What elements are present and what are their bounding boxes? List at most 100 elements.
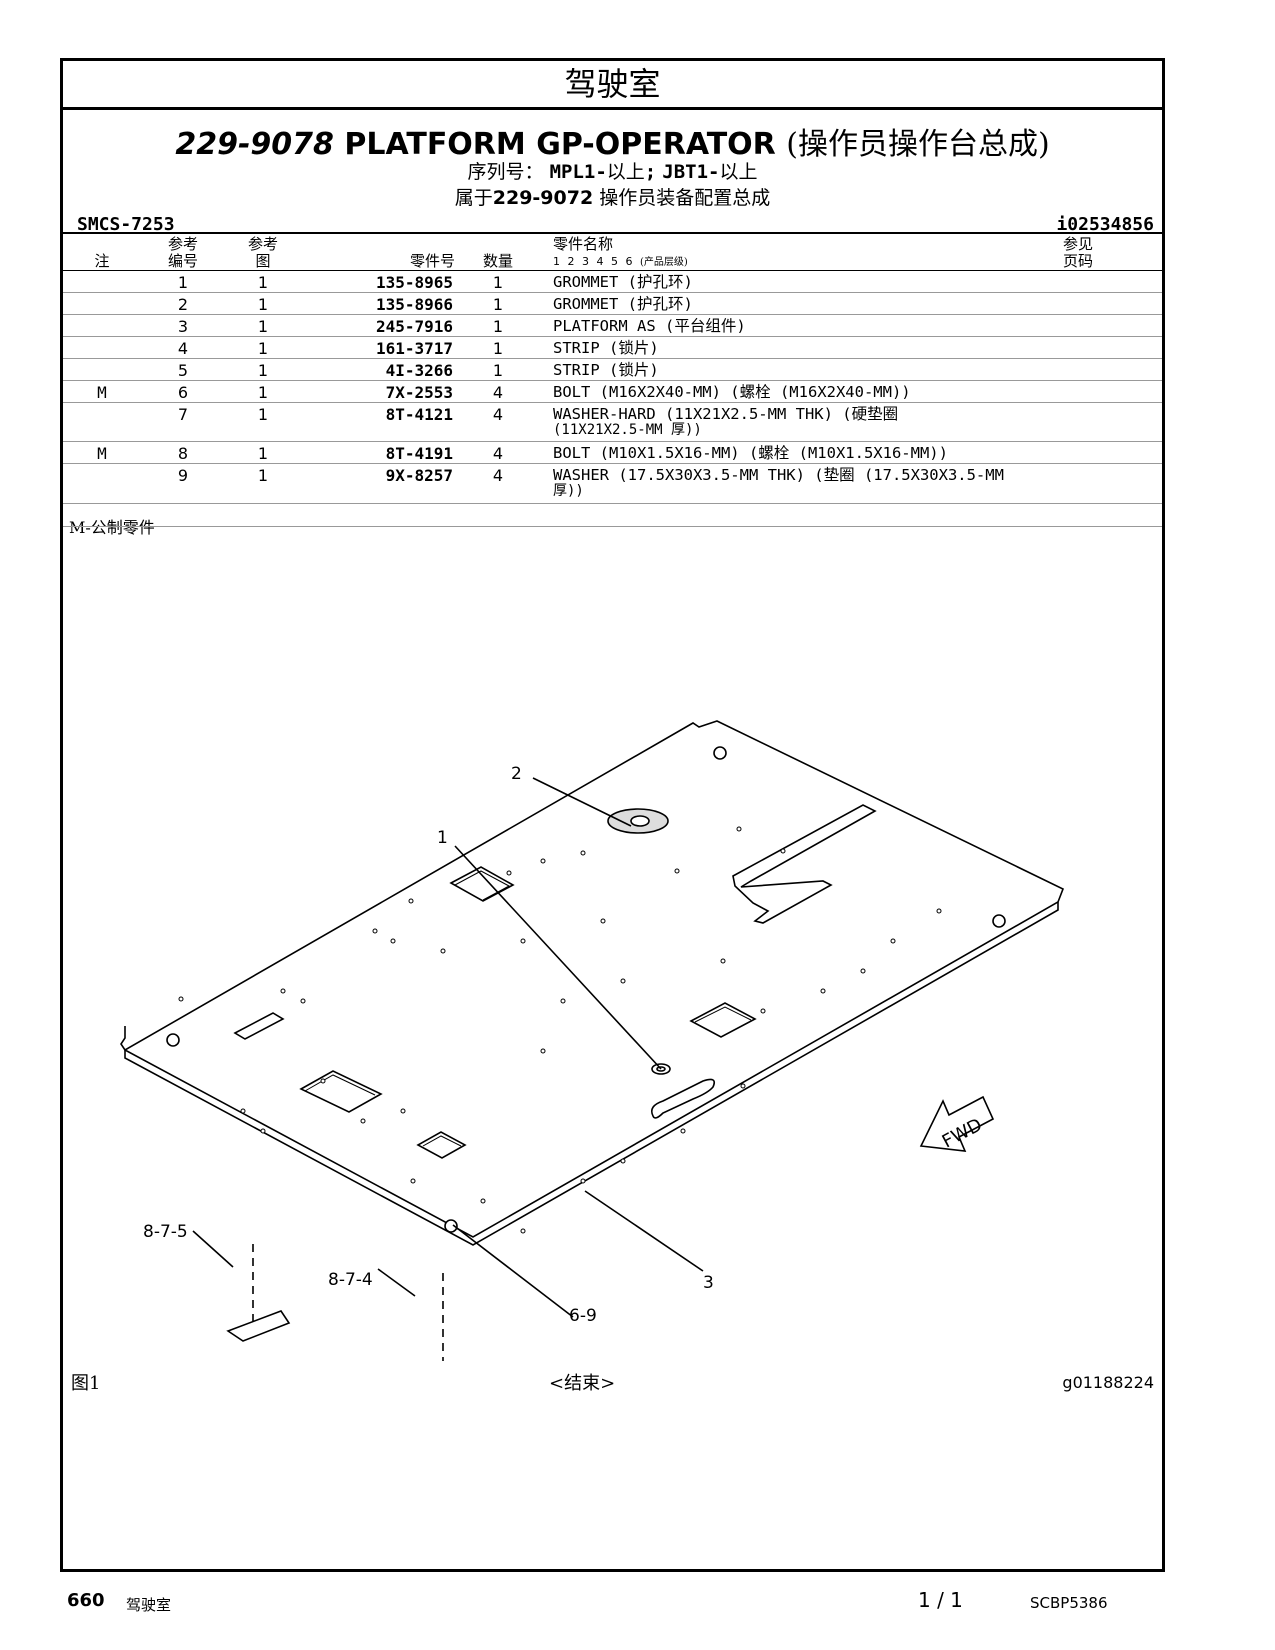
col-ref-line1: 参考	[167, 235, 198, 253]
row-name: WASHER-HARD (11X21X2.5-MM THK) (硬垫圈	[553, 405, 899, 423]
col-ref: 参考 编号	[159, 236, 207, 270]
divider	[63, 503, 1162, 504]
parent-part-number: 229-9072	[492, 187, 594, 209]
row-ref: 2	[177, 295, 189, 314]
divider	[63, 314, 1162, 315]
row-ref: 4	[177, 339, 189, 358]
col-ref-line2: 编号	[167, 252, 198, 270]
row-part: 135-8965	[375, 273, 453, 292]
serial-prefix-2: JBT1-	[662, 161, 720, 183]
serial-separator: ;	[644, 161, 657, 183]
divider	[63, 463, 1162, 464]
smcs-code: SMCS-7253	[77, 214, 175, 235]
row-part: 161-3717	[375, 339, 453, 358]
serial-range: 序列号： MPL1-以上; JBT1-以上	[63, 157, 1162, 184]
row-name-continued: 厚))	[553, 483, 584, 499]
col-fig-line2: 图	[255, 252, 271, 270]
callout-8-7-4: 8-7-4	[328, 1270, 373, 1290]
divider	[63, 380, 1162, 381]
row-ref: 7	[177, 405, 189, 424]
col-fig: 参考 图	[241, 236, 285, 270]
col-page: 参见 页码	[1053, 236, 1103, 270]
col-part: 零件号	[409, 252, 455, 270]
row-fig: 1	[257, 317, 269, 336]
row-qty: 1	[492, 361, 504, 380]
callout-6-9: 6-9	[569, 1306, 597, 1326]
end-label: <结束>	[549, 1373, 616, 1394]
row-ref: 9	[177, 466, 189, 485]
divider	[63, 441, 1162, 442]
row-name: STRIP (锁片)	[553, 339, 659, 357]
row-fig: 1	[257, 383, 269, 402]
divider	[63, 292, 1162, 293]
serial-prefix-1: MPL1-	[549, 161, 607, 183]
group-title-en: PLATFORM GP-OPERATOR	[344, 127, 776, 162]
row-qty: 4	[492, 444, 504, 463]
row-qty: 1	[492, 339, 504, 358]
footer-section: 驾驶室	[126, 1596, 172, 1614]
platform-illustration: FWD 2 1 3 6-9 8-7-5 8-7-4	[120, 720, 1065, 1361]
row-fig: 1	[257, 273, 269, 292]
parent-prefix: 属于	[454, 187, 493, 209]
row-name: WASHER (17.5X30X3.5-MM THK) (垫圈 (17.5X30…	[553, 466, 1004, 484]
group-part-number: 229-9078	[175, 127, 334, 162]
divider	[63, 232, 1162, 234]
row-name: STRIP (锁片)	[553, 361, 659, 379]
row-fig: 1	[257, 466, 269, 485]
row-ref: 6	[177, 383, 189, 402]
col-page-line2: 页码	[1062, 252, 1093, 270]
callout-1: 1	[437, 828, 448, 848]
serial-suffix-1: 以上	[606, 161, 645, 183]
col-fig-line1: 参考	[247, 235, 278, 253]
callout-8-7-5: 8-7-5	[143, 1222, 188, 1242]
serial-suffix-2: 以上	[719, 161, 758, 183]
row-name: GROMMET (护孔环)	[553, 295, 693, 313]
footer-page-number: 660	[67, 1590, 105, 1611]
row-name: GROMMET (护孔环)	[553, 273, 693, 291]
footer-doc-id: SCBP5386	[1030, 1594, 1108, 1612]
col-name-line1: 零件名称	[553, 235, 614, 253]
row-qty: 4	[492, 466, 504, 485]
divider	[63, 358, 1162, 359]
illustration-id: i02534856	[1056, 214, 1154, 235]
parent-assembly: 属于229-9072 操作员装备配置总成	[63, 183, 1162, 210]
serial-label: 序列号：	[467, 161, 544, 183]
group-title: 229-9078 PLATFORM GP-OPERATOR (操作员操作台总成)	[63, 119, 1162, 163]
row-name: PLATFORM AS (平台组件)	[553, 317, 746, 335]
col-name: 零件名称 1 2 3 4 5 6 (产品层级)	[553, 236, 688, 271]
row-fig: 1	[257, 295, 269, 314]
page-frame: 驾驶室 229-9078 PLATFORM GP-OPERATOR (操作员操作…	[60, 58, 1165, 1572]
footer-page-count: 1 / 1	[918, 1588, 963, 1612]
col-note: 注	[94, 252, 110, 270]
row-part: 9X-8257	[385, 466, 453, 485]
col-qty: 数量	[482, 252, 513, 270]
divider	[63, 526, 1162, 527]
row-part: 8T-4121	[385, 405, 453, 424]
row-note: M	[97, 383, 107, 402]
row-qty: 1	[492, 295, 504, 314]
row-fig: 1	[257, 405, 269, 424]
row-qty: 1	[492, 273, 504, 292]
row-part: 135-8966	[375, 295, 453, 314]
col-name-line2: 1 2 3 4 5 6 (产品层级)	[553, 253, 688, 271]
group-title-cn: (操作员操作台总成)	[786, 127, 1050, 162]
row-part: 4I-3266	[385, 361, 453, 380]
divider	[63, 402, 1162, 403]
graphic-id: g01188224	[1062, 1373, 1154, 1392]
row-name: BOLT (M10X1.5X16-MM) (螺栓 (M10X1.5X16-MM)…	[553, 444, 948, 462]
row-ref: 3	[177, 317, 189, 336]
callout-2: 2	[511, 764, 522, 784]
row-ref: 5	[177, 361, 189, 380]
row-qty: 4	[492, 383, 504, 402]
parent-name: 操作员装备配置总成	[599, 187, 771, 209]
row-fig: 1	[257, 361, 269, 380]
col-name-levels: 1 2 3 4 5 6	[553, 255, 633, 268]
row-qty: 4	[492, 405, 504, 424]
row-ref: 1	[177, 273, 189, 292]
row-name: BOLT (M16X2X40-MM) (螺栓 (M16X2X40-MM))	[553, 383, 911, 401]
divider	[63, 336, 1162, 337]
row-note: M	[97, 444, 107, 463]
row-fig: 1	[257, 444, 269, 463]
col-name-levels-note: (产品层级)	[639, 257, 688, 268]
row-part: 8T-4191	[385, 444, 453, 463]
